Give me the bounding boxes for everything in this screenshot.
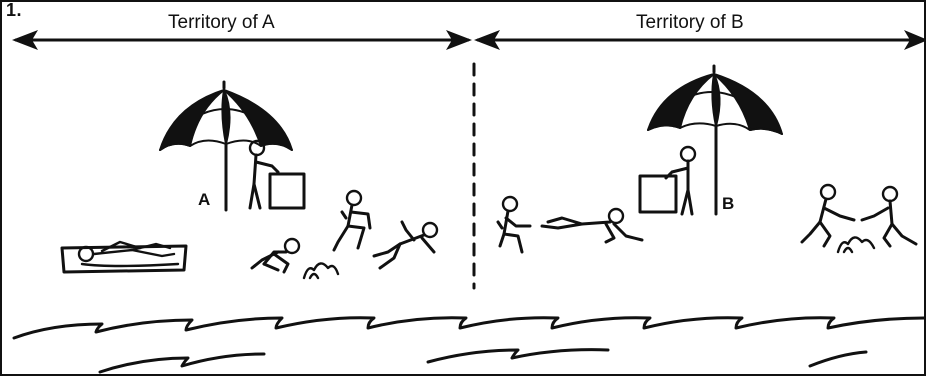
zone-a-label: A xyxy=(198,190,211,209)
person-sitting-b-icon xyxy=(496,195,532,254)
zone-b-label: B xyxy=(722,194,735,213)
territory-b-arrow xyxy=(474,30,926,50)
person-crouching-b2-icon xyxy=(860,185,918,248)
sea-waves xyxy=(12,316,926,374)
person-crouching-b1-icon xyxy=(800,183,856,248)
person-diving-a-icon xyxy=(372,220,439,270)
person-sitting-a-icon xyxy=(332,189,372,252)
umbrella-a-icon xyxy=(159,80,293,212)
sandcastle-b-icon xyxy=(836,236,876,254)
sandcastle-a-icon xyxy=(302,262,340,280)
cooler-box-a-icon xyxy=(268,172,306,210)
person-standing-a-icon xyxy=(248,139,280,210)
person-crouching-a-icon xyxy=(250,237,301,274)
person-reaching-b-icon xyxy=(540,207,644,244)
territory-b-label: Territory of B xyxy=(632,12,748,34)
person-standing-b-icon xyxy=(664,145,697,216)
territory-a-label: Territory of A xyxy=(164,12,279,34)
figure-number: 1. xyxy=(6,0,23,20)
umbrella-b-icon xyxy=(647,64,783,216)
cooler-box-b-icon xyxy=(638,174,678,214)
person-lying-a-icon xyxy=(77,240,180,268)
territory-a-arrow xyxy=(12,30,472,50)
